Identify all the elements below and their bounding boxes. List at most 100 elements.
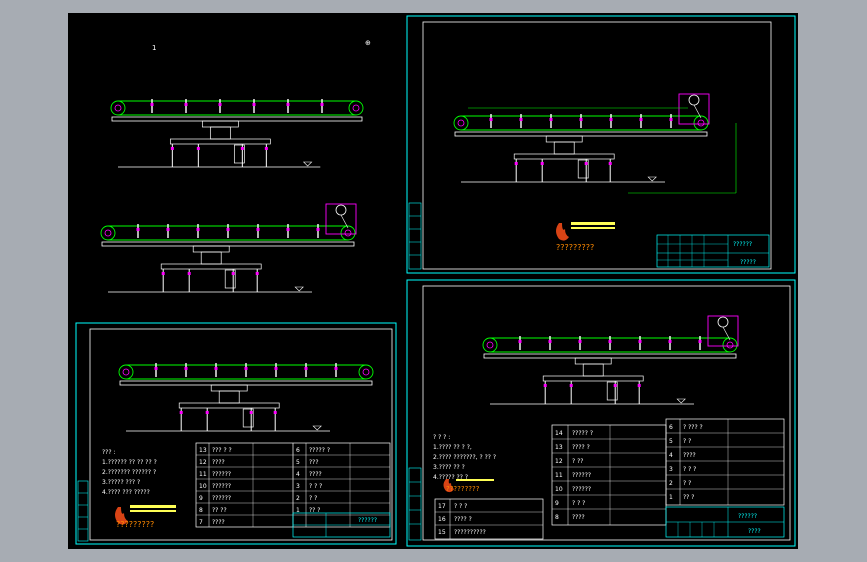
stand-joint	[231, 272, 235, 275]
idler-marker	[608, 340, 612, 343]
idler-marker	[316, 228, 320, 231]
drive-motor	[717, 316, 729, 328]
notes-block: ??? : 1.?????? ?? ?? ?? ? 2.??????? ????…	[102, 449, 157, 496]
part-name: ? ? ?	[454, 503, 467, 510]
level-mark-icon	[294, 286, 304, 292]
slewing-column	[200, 251, 222, 265]
part-name: ? ?	[683, 438, 691, 445]
pulley-hub	[697, 119, 705, 127]
cad-drawing-svg[interactable]: 1 ⊕ ??? : 1.?????? ?? ?? ?? ? 2.??????? …	[68, 13, 798, 549]
stand-beam	[178, 402, 280, 409]
pulley	[482, 337, 498, 353]
pulley-hub	[114, 104, 122, 112]
idler-marker	[184, 367, 188, 370]
gearbox	[577, 159, 589, 179]
slewing-column	[218, 390, 240, 404]
slewing-column	[582, 363, 604, 377]
gearbox	[224, 269, 236, 289]
conveyor-assembly	[100, 203, 357, 293]
flame-logo-icon	[556, 223, 569, 241]
drive-housing	[678, 93, 710, 125]
turntable-base	[201, 120, 239, 128]
note-line: ??? :	[102, 449, 115, 456]
title-block: ?????? ?????	[656, 234, 770, 268]
part-name: ?? ??	[212, 507, 227, 514]
logo-text: ?????????	[116, 520, 154, 529]
stand-joint	[240, 147, 244, 150]
stand-joint	[161, 272, 165, 275]
idler-marker	[334, 367, 338, 370]
part-no: 10	[199, 483, 207, 490]
stand-joint	[543, 384, 547, 387]
part-name: ????	[683, 452, 696, 459]
stand-beam	[160, 263, 262, 270]
title-block: ?????? ????	[665, 506, 785, 538]
side-strip-lines	[78, 492, 88, 530]
side-strip	[408, 202, 422, 270]
cad-drawing-canvas[interactable]: 1 ⊕ ??? : 1.?????? ?? ?? ?? ? 2.??????? …	[68, 13, 798, 549]
part-no: 5	[296, 459, 300, 466]
idler-marker	[244, 367, 248, 370]
drive-housing	[325, 203, 357, 235]
idler-marker	[698, 340, 702, 343]
idler-marker	[226, 228, 230, 231]
idler-marker	[214, 367, 218, 370]
part-no: 11	[555, 472, 563, 479]
stand-beam	[542, 375, 644, 382]
idler-marker	[286, 103, 290, 106]
part-no: 8	[199, 507, 203, 514]
part-name: ? ? ?	[572, 500, 585, 507]
conveyor-frame-rail	[119, 380, 373, 386]
idler-marker	[518, 340, 522, 343]
note-line: 1.???? ?? ? ?,	[433, 444, 472, 451]
idler-marker	[639, 118, 643, 121]
part-name: ???	[309, 459, 319, 466]
parts-table-lower: 17 ? ? ? 16 ???? ? 15 ??????????	[434, 498, 544, 540]
view-top-left: 1 ⊕	[152, 39, 371, 52]
top-mark-right: ⊕	[365, 39, 371, 47]
idler-marker	[166, 228, 170, 231]
part-no: 9	[555, 500, 559, 507]
drive-chain	[722, 326, 731, 341]
pulley-hub	[486, 341, 494, 349]
pulley	[348, 100, 364, 116]
stand-joint	[255, 272, 259, 275]
part-no: 16	[438, 516, 446, 523]
part-name: ??????????	[454, 529, 486, 536]
gearbox	[233, 144, 245, 164]
idler-marker	[154, 367, 158, 370]
pulley	[693, 115, 709, 131]
stand-joint	[170, 147, 174, 150]
conveyor-assembly	[482, 315, 739, 405]
part-no: 13	[555, 444, 563, 451]
pulley-hub	[104, 229, 112, 237]
part-no: 3	[296, 483, 300, 490]
part-name: ????	[212, 459, 225, 466]
part-no: 2	[296, 495, 300, 502]
idler-marker	[304, 367, 308, 370]
sheet-bottom-left: ??? : 1.?????? ?? ?? ?? ? 2.??????? ????…	[75, 322, 397, 545]
part-name: ? ??? ?	[683, 424, 703, 431]
idler-marker	[274, 367, 278, 370]
pulley	[110, 100, 126, 116]
idler-marker	[196, 228, 200, 231]
stand-beam	[513, 153, 615, 160]
sheet-top-right: ?????? ????? ?????????	[406, 15, 796, 274]
pulley	[453, 115, 469, 131]
conveyor-views	[100, 93, 739, 432]
part-no: 3	[669, 466, 673, 473]
idler-marker	[579, 118, 583, 121]
drive-chain	[340, 214, 349, 229]
logo-text: ?????????	[556, 243, 594, 252]
pulley	[358, 364, 374, 380]
sheet-bottom-right: ? ? ? : 1.???? ?? ? ?, 2.???? ???????, ?…	[406, 279, 796, 547]
level-mark-icon	[676, 398, 686, 404]
part-name: ? ?	[683, 480, 691, 487]
drive-motor	[688, 94, 700, 106]
idler-marker	[578, 340, 582, 343]
idler-marker	[136, 228, 140, 231]
pulley-hub	[362, 368, 370, 376]
idler-marker	[286, 228, 290, 231]
note-line: 3.????? ??? ?	[102, 479, 140, 486]
stand-joint	[569, 384, 573, 387]
